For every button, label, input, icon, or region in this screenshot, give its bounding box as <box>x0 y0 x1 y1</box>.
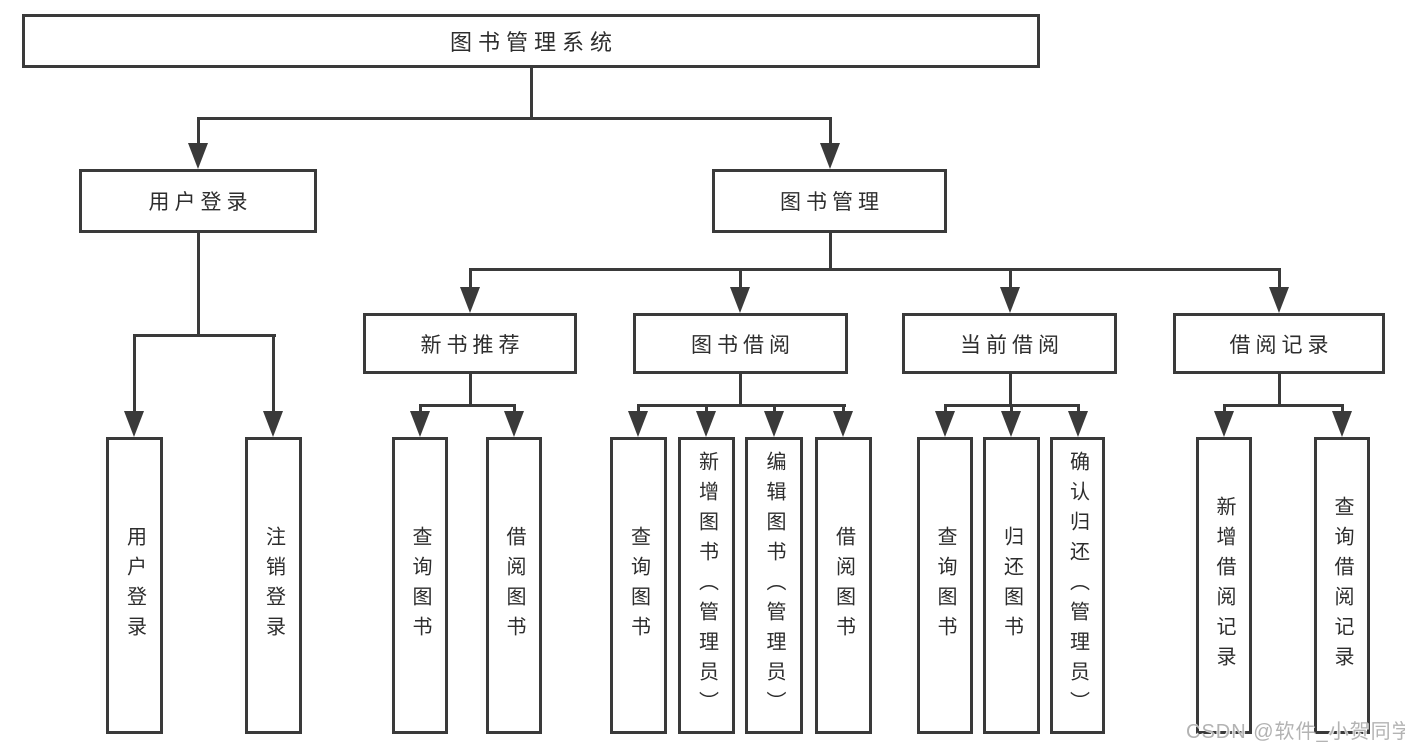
node-label: 图书管理系统 <box>449 30 618 55</box>
connector-book-management-stem <box>828 233 832 270</box>
connector-drop-current-borrowing <box>1008 268 1012 290</box>
leaf-edit-book-admin: 编辑图书（管理员） <box>745 437 803 734</box>
node-label: 借阅记录 <box>1229 333 1334 357</box>
connector-borrow-records-bar <box>1222 404 1344 407</box>
node-label: 图书管理 <box>780 191 884 214</box>
arrow-down-icon <box>730 287 750 313</box>
arrow-down-icon <box>188 143 208 169</box>
connector-drop <box>418 404 422 416</box>
node-label: 用户登录 <box>148 191 253 214</box>
arrow-down-icon <box>460 287 480 313</box>
arrow-down-icon <box>124 411 144 437</box>
leaf-user-login: 用户登录 <box>106 437 163 734</box>
leaf-label: 查询图书 <box>934 525 956 646</box>
connector-drop-leaf-user-login <box>132 334 136 414</box>
arrow-down-icon <box>504 411 524 437</box>
connector-drop-borrow-records <box>1277 268 1281 290</box>
node-label: 新书推荐 <box>420 333 525 357</box>
leaf-query-books-current: 查询图书 <box>917 437 973 734</box>
leaf-label: 注销登录 <box>262 525 285 646</box>
csdn-watermark: CSDN @软件_小贺同学 <box>1186 721 1405 743</box>
connector-book-management-bar <box>468 268 1281 271</box>
connector-book-borrowing-stem <box>738 374 742 407</box>
connector-borrow-records-stem <box>1277 374 1281 407</box>
arrow-down-icon <box>1001 411 1021 437</box>
arrow-down-icon <box>410 411 430 437</box>
node-new-book-recommendation: 新书推荐 <box>363 313 577 374</box>
connector-drop-user-login <box>196 117 200 152</box>
leaf-query-books-recommend: 查询图书 <box>392 437 448 734</box>
connector-drop <box>841 404 845 416</box>
connector-drop-book-borrowing <box>738 268 742 290</box>
connector-drop-new-book <box>468 268 472 290</box>
connector-drop <box>1009 404 1013 416</box>
connector-drop <box>512 404 516 416</box>
leaf-query-books-borrowing: 查询图书 <box>610 437 667 734</box>
connector-drop <box>943 404 947 416</box>
connector-drop <box>1340 404 1344 416</box>
arrow-down-icon <box>628 411 648 437</box>
leaf-label: 编辑图书（管理员） <box>763 450 785 721</box>
node-user-login: 用户登录 <box>79 169 317 233</box>
connector-root-stem <box>529 68 533 117</box>
connector-current-borrowing-stem <box>1008 374 1012 407</box>
arrow-down-icon <box>764 411 784 437</box>
connector-book-borrowing-bar <box>636 404 846 407</box>
node-label: 当前借阅 <box>960 333 1064 357</box>
node-book-borrowing: 图书借阅 <box>633 313 848 374</box>
arrow-down-icon <box>1332 411 1352 437</box>
leaf-label: 新增借阅记录 <box>1213 495 1235 676</box>
arrow-down-icon <box>263 411 283 437</box>
leaf-label: 查询借阅记录 <box>1331 495 1353 676</box>
connector-user-login-bar <box>132 334 276 337</box>
connector-drop <box>1222 404 1226 416</box>
leaf-borrow-books-recommend: 借阅图书 <box>486 437 542 734</box>
arrow-down-icon <box>935 411 955 437</box>
connector-new-book-stem <box>468 374 472 407</box>
node-current-borrowing: 当前借阅 <box>902 313 1117 374</box>
leaf-label: 查询图书 <box>627 525 650 646</box>
node-book-management: 图书管理 <box>712 169 947 233</box>
leaf-label: 确认归还（管理员） <box>1066 450 1089 721</box>
arrow-down-icon <box>820 143 840 169</box>
leaf-label: 借阅图书 <box>832 525 855 646</box>
connector-user-login-stem <box>196 233 200 336</box>
arrow-down-icon <box>1000 287 1020 313</box>
leaf-return-books: 归还图书 <box>983 437 1040 734</box>
node-library-management-system: 图书管理系统 <box>22 14 1040 68</box>
leaf-query-borrow-record: 查询借阅记录 <box>1314 437 1370 734</box>
leaf-label: 用户登录 <box>123 525 146 646</box>
connector-drop <box>636 404 640 416</box>
node-label: 图书借阅 <box>691 333 795 357</box>
connector-drop <box>704 404 708 416</box>
leaf-add-book-admin: 新增图书（管理员） <box>678 437 735 734</box>
connector-drop <box>1076 404 1080 416</box>
connector-drop-leaf-logout <box>271 334 275 414</box>
leaf-borrow-books-borrowing: 借阅图书 <box>815 437 872 734</box>
leaf-label: 新增图书（管理员） <box>695 450 718 721</box>
arrow-down-icon <box>1068 411 1088 437</box>
leaf-add-borrow-record: 新增借阅记录 <box>1196 437 1252 734</box>
leaf-label: 查询图书 <box>409 525 431 646</box>
leaf-confirm-return-admin: 确认归还（管理员） <box>1050 437 1105 734</box>
leaf-label: 归还图书 <box>1000 525 1023 646</box>
leaf-label: 借阅图书 <box>503 525 525 646</box>
arrow-down-icon <box>696 411 716 437</box>
arrow-down-icon <box>1269 287 1289 313</box>
arrow-down-icon <box>1214 411 1234 437</box>
node-borrowing-records: 借阅记录 <box>1173 313 1385 374</box>
connector-root-bar <box>196 117 832 120</box>
connector-drop <box>772 404 776 416</box>
connector-drop-book-management <box>828 117 832 152</box>
connector-new-book-bar <box>418 404 516 407</box>
leaf-logout: 注销登录 <box>245 437 302 734</box>
arrow-down-icon <box>833 411 853 437</box>
